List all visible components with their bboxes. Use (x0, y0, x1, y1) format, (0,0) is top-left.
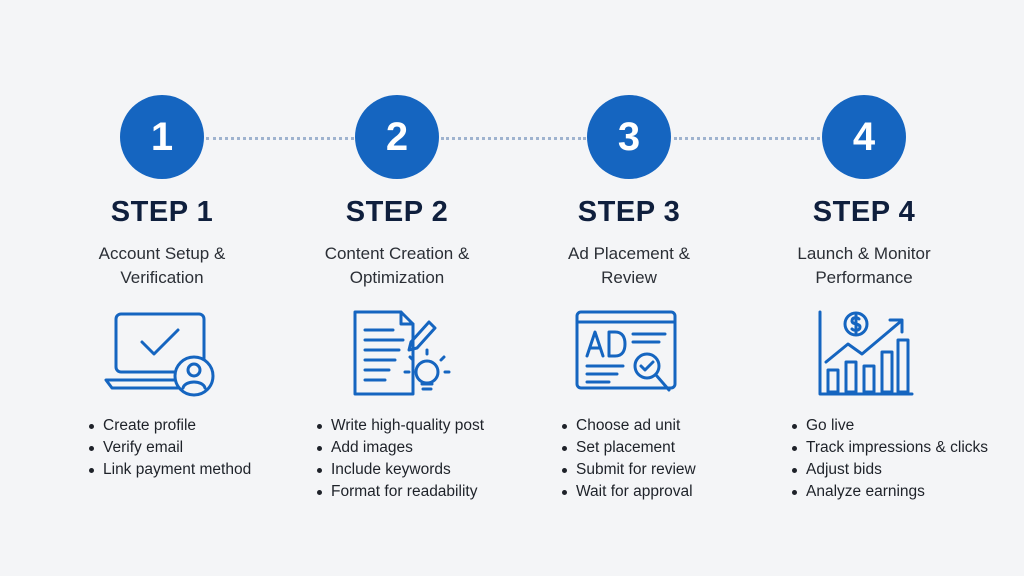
step-number-badge: 1 (120, 95, 204, 179)
connector-1-2 (206, 137, 354, 140)
step-subtitle: Ad Placement & Review (568, 244, 690, 287)
list-item: Track impressions & clicks (792, 437, 988, 459)
connector-3-4 (674, 137, 820, 140)
list-item: Format for readability (317, 481, 484, 503)
step-title: STEP 4 (812, 196, 916, 228)
step-number: 3 (617, 114, 641, 159)
growth-chart-dollar-icon (818, 310, 914, 396)
list-item: Adjust bids (792, 459, 988, 481)
step-number-badge: 2 (355, 95, 439, 179)
step-bullet-list: Create profile Verify email Link payment… (89, 415, 251, 481)
connector-2-3 (441, 137, 586, 140)
step-number-badge: 3 (587, 95, 671, 179)
list-item: Include keywords (317, 459, 484, 481)
step-number: 1 (150, 114, 174, 159)
list-item: Wait for approval (562, 481, 696, 503)
list-item: Submit for review (562, 459, 696, 481)
list-item: Set placement (562, 437, 696, 459)
step-number-badge: 4 (822, 95, 906, 179)
list-item: Write high-quality post (317, 415, 484, 437)
step-bullet-list: Write high-quality post Add images Inclu… (317, 415, 484, 503)
step-subtitle: Launch & Monitor Performance (797, 244, 931, 287)
step-subtitle: Content Creation & Optimization (324, 244, 470, 287)
list-item: Choose ad unit (562, 415, 696, 437)
list-item: Verify email (89, 437, 251, 459)
step-bullet-list: Go live Track impressions & clicks Adjus… (792, 415, 988, 503)
list-item: Link payment method (89, 459, 251, 481)
list-item: Create profile (89, 415, 251, 437)
step-number: 4 (852, 114, 876, 159)
document-pencil-lightbulb-icon (353, 310, 451, 396)
step-title: STEP 2 (345, 196, 449, 228)
step-number: 2 (385, 114, 409, 159)
step-subtitle: Account Setup & Verification (98, 244, 226, 287)
ad-window-magnifier-icon (575, 310, 677, 392)
list-item: Analyze earnings (792, 481, 988, 503)
step-title: STEP 1 (110, 196, 214, 228)
laptop-check-user-icon (104, 312, 215, 397)
step-bullet-list: Choose ad unit Set placement Submit for … (562, 415, 696, 503)
list-item: Go live (792, 415, 988, 437)
step-title: STEP 3 (577, 196, 681, 228)
list-item: Add images (317, 437, 484, 459)
